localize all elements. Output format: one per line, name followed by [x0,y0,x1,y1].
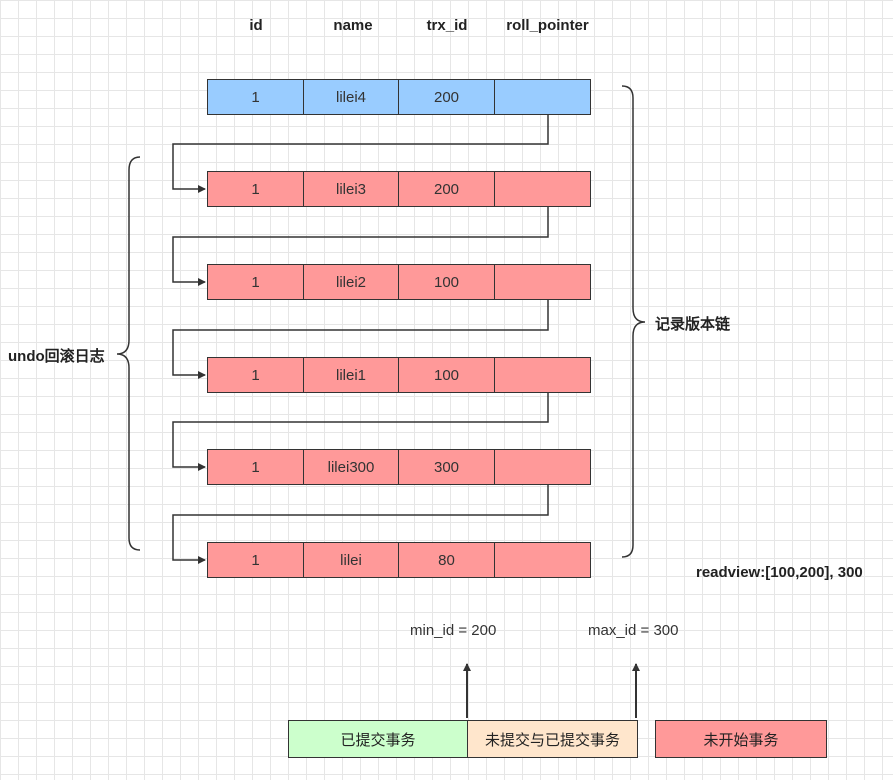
cell-name: lilei [302,542,400,578]
pointer-arrow-5 [172,485,549,564]
legend-mixed: 未提交与已提交事务 [467,720,638,758]
cell-id: 1 [207,171,304,207]
header-name: name [333,17,373,34]
cell-roll-pointer [493,542,591,578]
min-id-label: min_id = 200 [410,622,497,639]
cell-id: 1 [207,449,304,485]
cell-roll-pointer [493,357,591,393]
cell-name: lilei1 [302,357,400,393]
cell-id: 1 [207,357,304,393]
cell-trx-id: 100 [398,264,495,300]
cell-roll-pointer [493,449,591,485]
cell-id: 1 [207,542,304,578]
legend-committed: 已提交事务 [288,720,468,758]
pointer-arrow-1 [172,115,549,193]
chain-brace [621,85,646,558]
cell-trx-id: 200 [398,79,495,115]
pointer-arrow-3 [172,300,549,379]
cell-name: lilei2 [302,264,400,300]
cell-name: lilei300 [302,449,400,485]
header-trx-id: trx_id [426,17,468,34]
record-row-current: 1 lilei4 200 [207,79,591,115]
max-id-label: max_id = 300 [588,622,679,639]
header-roll-pointer: roll_pointer [506,17,589,34]
undo-log-label: undo回滚日志 [8,348,105,365]
cell-roll-pointer [493,79,591,115]
cell-trx-id: 80 [398,542,495,578]
legend-not-started: 未开始事务 [655,720,827,758]
pointer-arrow-4 [172,393,549,471]
header-id: id [249,17,263,34]
undo-row-4: 1 lilei300 300 [207,449,591,485]
cell-trx-id: 100 [398,357,495,393]
version-chain-label: 记录版本链 [655,316,731,333]
readview-label: readview:[100,200], 300 [696,564,863,581]
cell-roll-pointer [493,264,591,300]
cell-roll-pointer [493,171,591,207]
undo-row-5: 1 lilei 80 [207,542,591,578]
undo-row-2: 1 lilei2 100 [207,264,591,300]
pointer-arrow-2 [172,207,549,286]
undo-brace [116,156,141,551]
cell-name: lilei3 [302,171,400,207]
cell-name: lilei4 [302,79,400,115]
cell-trx-id: 300 [398,449,495,485]
undo-row-1: 1 lilei3 200 [207,171,591,207]
undo-row-3: 1 lilei1 100 [207,357,591,393]
cell-trx-id: 200 [398,171,495,207]
